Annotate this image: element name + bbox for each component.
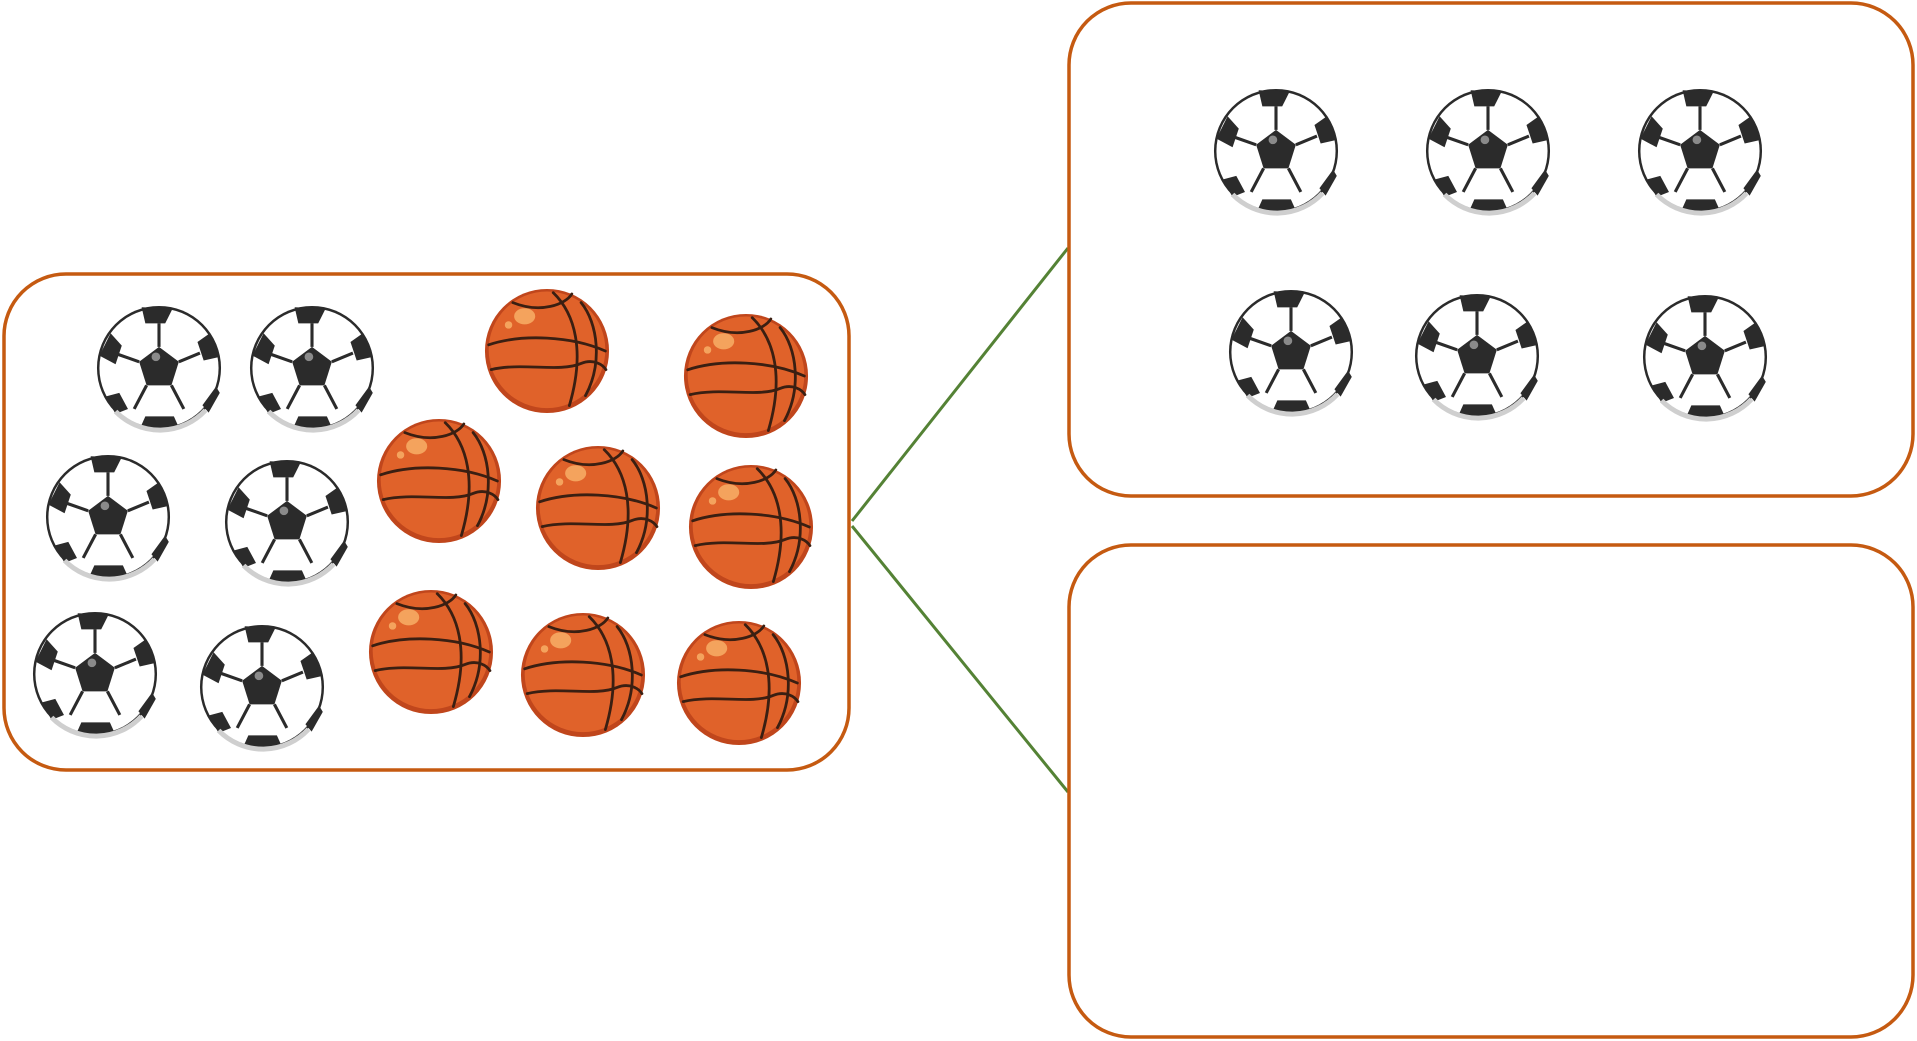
soccer-ball-icon xyxy=(1643,295,1767,419)
soccer-ball-icon xyxy=(200,625,324,749)
soccer-ball-icon xyxy=(1214,89,1338,213)
sorted-group-1-box xyxy=(1067,1,1915,498)
soccer-ball-icon xyxy=(1426,89,1550,213)
connector-line-lower xyxy=(850,525,1070,793)
soccer-ball-icon xyxy=(250,306,374,430)
soccer-ball-icon xyxy=(97,306,221,430)
basketball-icon xyxy=(536,446,660,570)
basketball-icon xyxy=(377,419,501,543)
basketball-icon xyxy=(684,314,808,438)
soccer-ball-icon xyxy=(1229,290,1353,414)
basketball-icon xyxy=(677,621,801,745)
basketball-icon xyxy=(485,289,609,413)
soccer-ball-icon xyxy=(225,460,349,584)
soccer-ball-icon xyxy=(33,612,157,736)
basketball-icon xyxy=(689,465,813,589)
soccer-ball-icon xyxy=(46,455,170,579)
basketball-icon xyxy=(521,613,645,737)
soccer-ball-icon xyxy=(1415,294,1539,418)
soccer-ball-icon xyxy=(1638,89,1762,213)
sorted-group-2-box xyxy=(1067,543,1915,1039)
connector-line-upper xyxy=(850,247,1070,522)
basketball-icon xyxy=(369,590,493,714)
